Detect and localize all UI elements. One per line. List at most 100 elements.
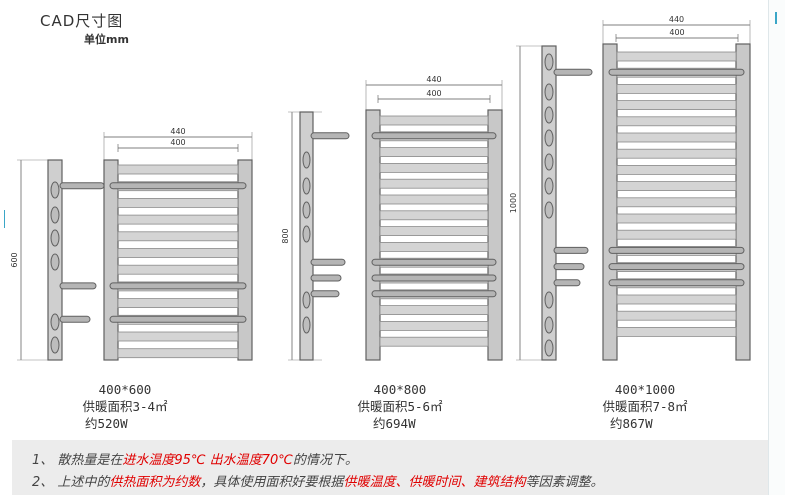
towel-bar: [608, 68, 745, 76]
towel-bar: [371, 274, 497, 282]
outer-width-label: 440: [426, 75, 441, 84]
radiator-slat: [379, 115, 489, 126]
edge-mark: [775, 12, 777, 24]
towel-bar: [371, 132, 497, 140]
height-dimension-label: 800: [281, 228, 290, 243]
radiator-slat: [379, 320, 489, 331]
radiator-slat: [379, 210, 489, 221]
radiator-drawing-1: [17, 132, 253, 361]
side-view-tube-oval: [544, 291, 554, 309]
radiator-slat: [616, 326, 737, 337]
side-view-tube-oval: [544, 339, 554, 357]
caption-area: 供暖面积5-6㎡: [357, 399, 443, 414]
side-view-tube-oval: [544, 177, 554, 195]
right-edge-strip: [768, 0, 785, 495]
page-title: CAD尺寸图: [40, 12, 124, 30]
side-view-bar: [553, 263, 585, 271]
side-view-tube-oval: [50, 336, 60, 354]
radiator-slat: [117, 331, 239, 342]
left-upright: [103, 159, 119, 361]
side-view-tube-oval: [302, 291, 311, 309]
radiator-slat: [117, 231, 239, 242]
note-text: 等因素调整。: [525, 475, 604, 490]
radiator-slat: [616, 213, 737, 224]
side-view-bar: [553, 279, 581, 287]
towel-bar: [371, 290, 497, 298]
radiator-slat: [616, 310, 737, 321]
right-upright: [237, 159, 253, 361]
radiator-slat: [616, 197, 737, 208]
side-view-bar: [553, 68, 593, 76]
caption-size: 400*800: [373, 382, 427, 397]
side-view-bar: [59, 282, 97, 290]
radiator-slat: [616, 229, 737, 240]
note-highlight: 进水温度95℃ 出水温度70℃: [122, 453, 293, 468]
height-dimension-label: 600: [10, 252, 19, 267]
radiator-slat: [616, 84, 737, 94]
towel-bar: [109, 282, 247, 290]
radiator-slat: [616, 51, 737, 62]
side-view-tube-oval: [50, 181, 60, 199]
radiator-slat: [616, 132, 737, 143]
side-view-tube-oval: [50, 253, 60, 271]
towel-bar: [109, 182, 247, 190]
side-view-bar: [59, 315, 91, 323]
note-line-2: 2、 上述中的供热面积为约数，具体使用面积好要根据供暖温度、供暖时间、建筑结构等…: [32, 471, 603, 490]
left-upright: [602, 43, 618, 361]
side-view-tube-oval: [544, 201, 554, 219]
notes-panel: 1、 散热量是在进水温度95℃ 出水温度70℃的情况下。 2、 上述中的供热面积…: [12, 440, 769, 495]
unit-label: 单位mm: [84, 33, 129, 46]
radiator-slat: [117, 348, 239, 359]
side-view-bar: [310, 274, 342, 282]
side-view-tube-oval: [302, 225, 311, 243]
radiator-slat: [379, 336, 489, 347]
side-view-tube-oval: [544, 153, 554, 171]
outer-width-label: 440: [669, 15, 684, 24]
note-text: 的情况下。: [292, 453, 358, 468]
radiator-slat: [379, 305, 489, 316]
caption-power: 约520W: [85, 416, 128, 431]
radiator-slat: [117, 197, 239, 208]
radiator-slat: [117, 248, 239, 258]
radiator-drawing-2: [288, 80, 503, 361]
towel-bar: [371, 258, 497, 266]
edge-mark: [4, 210, 5, 228]
radiator-slat: [379, 147, 489, 158]
right-upright: [487, 109, 503, 361]
right-upright: [735, 43, 751, 361]
side-view-tube-oval: [544, 316, 554, 334]
radiator-slat: [379, 226, 489, 237]
caption-power: 约694W: [373, 416, 416, 431]
side-view-tube-oval: [544, 53, 554, 71]
caption-radiator-3: 400*1000 供暖面积7-8㎡ 约867W: [580, 381, 710, 432]
caption-size: 400*1000: [614, 382, 676, 397]
caption-radiator-1: 400*600 供暖面积3-4㎡ 约520W: [70, 381, 180, 432]
radiator-drawing-3: [516, 20, 751, 361]
side-view-tube-oval: [544, 129, 554, 147]
note-text: 1、 散热量是在: [32, 453, 123, 468]
side-view-bar: [310, 132, 350, 140]
towel-bar: [109, 315, 247, 323]
outer-width-label: 440: [170, 127, 185, 136]
caption-power: 约867W: [610, 416, 653, 431]
side-view-tube-oval: [544, 83, 554, 101]
side-view-tube-oval: [302, 201, 311, 219]
radiator-slat: [616, 116, 737, 127]
radiator-slat: [616, 164, 737, 175]
caption-radiator-2: 400*800 供暖面积5-6㎡ 约694W: [345, 381, 455, 432]
radiator-slat: [117, 214, 239, 225]
radiator-slat: [379, 162, 489, 173]
radiator-slat: [616, 294, 737, 305]
note-line-1: 1、 散热量是在进水温度95℃ 出水温度70℃的情况下。: [32, 449, 358, 468]
side-view-tube-oval: [50, 206, 60, 224]
side-view-bar: [59, 182, 105, 190]
radiator-slat: [117, 298, 239, 309]
inner-width-label: 400: [170, 138, 185, 147]
radiator-slat: [616, 100, 737, 110]
side-view-tube-oval: [302, 151, 311, 169]
note-highlight: 供热面积为约数: [109, 475, 201, 490]
side-view-bar: [310, 258, 346, 266]
side-view-bar: [310, 290, 340, 298]
